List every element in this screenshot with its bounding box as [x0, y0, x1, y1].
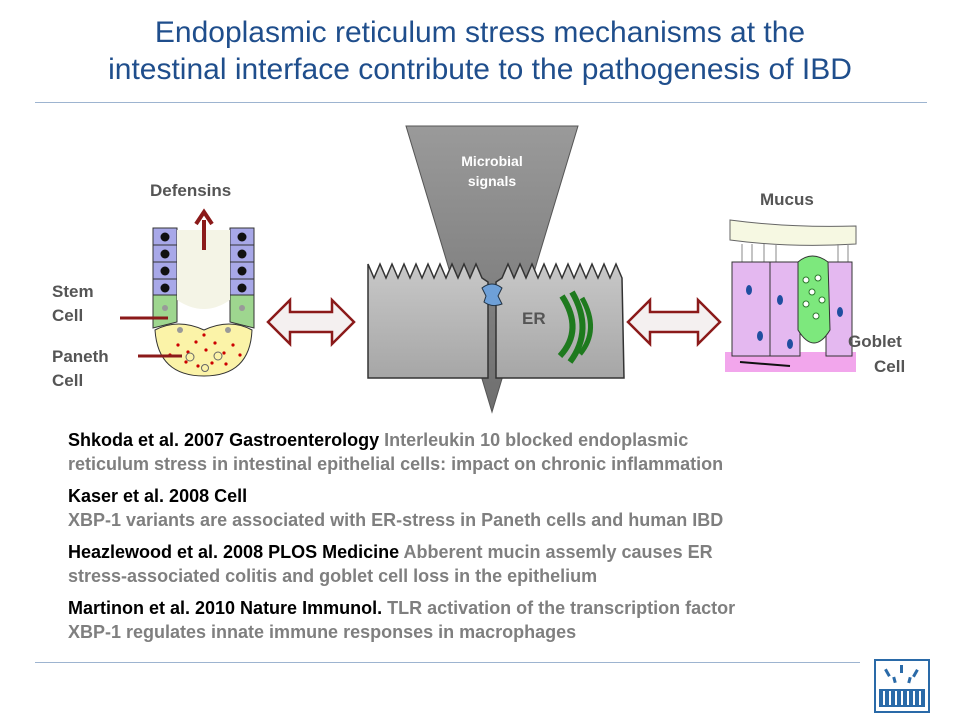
right-double-arrow: [626, 296, 722, 348]
reference-description-start: Interleukin 10 blocked endoplasmic: [379, 430, 689, 450]
defensins-label: Defensins: [150, 181, 231, 200]
epithelium-illustration: [367, 125, 625, 414]
reference-citation: Kaser et al. 2008 Cell: [68, 486, 248, 506]
goblet-cell-label-line1: Goblet: [848, 332, 902, 351]
institution-logo-icon: [874, 659, 930, 713]
reference-citation: Shkoda et al. 2007 Gastroenterology: [68, 430, 380, 450]
reference-item: Shkoda et al. 2007 Gastroenterology Inte…: [68, 428, 888, 476]
title-line-2: intestinal interface contribute to the p…: [108, 53, 852, 86]
bottom-divider: [35, 662, 860, 663]
reference-item: Heazlewood et al. 2008 PLOS Medicine Abb…: [68, 540, 888, 588]
reference-citation: Heazlewood et al. 2008 PLOS Medicine: [68, 542, 400, 562]
mucus-label: Mucus: [760, 190, 814, 209]
intestinal-crypt-illustration: [120, 208, 255, 378]
references-list: Shkoda et al. 2007 Gastroenterology Inte…: [68, 428, 888, 652]
reference-description: XBP-1 variants are associated with ER-st…: [68, 510, 724, 530]
figure: Defensins Stem Cell Paneth Cell Microbia…: [52, 125, 905, 414]
reference-item: Kaser et al. 2008 Cell XBP-1 variants ar…: [68, 484, 888, 532]
reference-item: Martinon et al. 2010 Nature Immunol. TLR…: [68, 596, 888, 644]
microbial-signals-label-line1: Microbial: [461, 153, 522, 169]
er-label: ER: [522, 309, 546, 328]
reference-description: stress-associated colitis and goblet cel…: [68, 566, 598, 586]
goblet-cell-label-line2: Cell: [874, 357, 905, 376]
reference-description: XBP-1 regulates innate immune responses …: [68, 622, 577, 642]
reference-description: reticulum stress in intestinal epithelia…: [68, 454, 724, 474]
microbial-signals-label-line2: signals: [468, 173, 516, 189]
reference-description-start: Abberent mucin assemly causes ER: [399, 542, 713, 562]
title-line-1: Endoplasmic reticulum stress mechanisms …: [154, 16, 806, 49]
reference-citation: Martinon et al. 2010 Nature Immunol.: [68, 598, 383, 618]
stem-cell-label-line2: Cell: [52, 306, 83, 325]
goblet-cell-illustration: [725, 219, 857, 372]
top-divider: [35, 102, 927, 103]
left-double-arrow: [266, 296, 356, 348]
paneth-cell-label-line1: Paneth: [52, 347, 109, 366]
reference-description-start: TLR activation of the transcription fact…: [382, 598, 736, 618]
stem-cell-label-line1: Stem: [52, 282, 94, 301]
slide-title: Endoplasmic reticulum stress mechanisms …: [20, 14, 940, 88]
paneth-cell-label-line2: Cell: [52, 371, 83, 390]
